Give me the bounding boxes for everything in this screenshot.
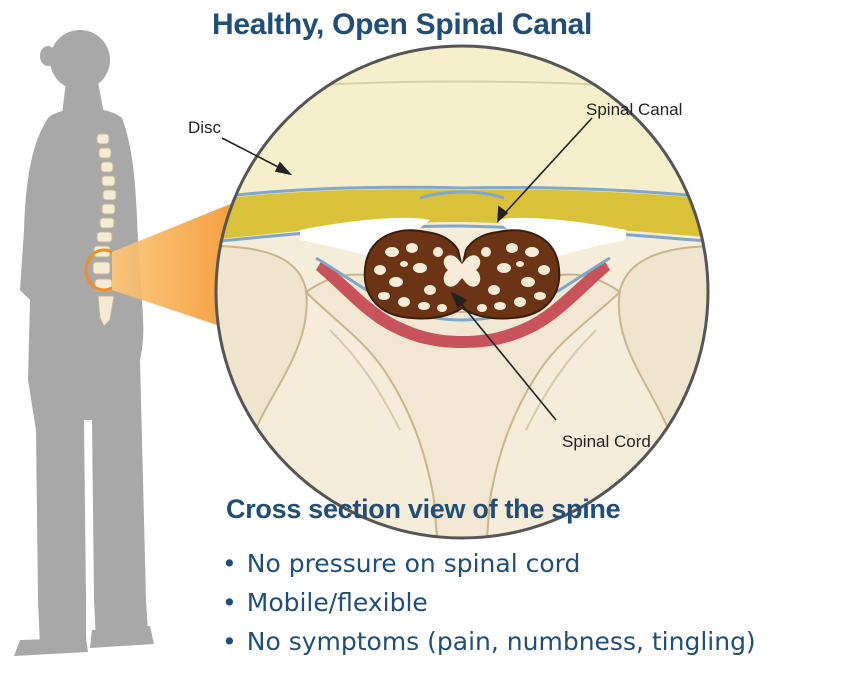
person-silhouette	[14, 30, 154, 656]
section-subtitle: Cross section view of the spine	[226, 494, 620, 525]
bullet-list: No pressure on spinal cord Mobile/flexib…	[222, 546, 756, 663]
bullet-item: No symptoms (pain, numbness, tingling)	[222, 624, 756, 663]
spinal-canal-label: Spinal Canal	[586, 100, 682, 120]
bullet-item: Mobile/flexible	[222, 585, 756, 624]
page-title: Healthy, Open Spinal Canal	[212, 8, 592, 42]
bullet-item: No pressure on spinal cord	[222, 546, 756, 585]
disc-label: Disc	[188, 118, 221, 138]
spinal-cord-label: Spinal Cord	[562, 432, 651, 452]
